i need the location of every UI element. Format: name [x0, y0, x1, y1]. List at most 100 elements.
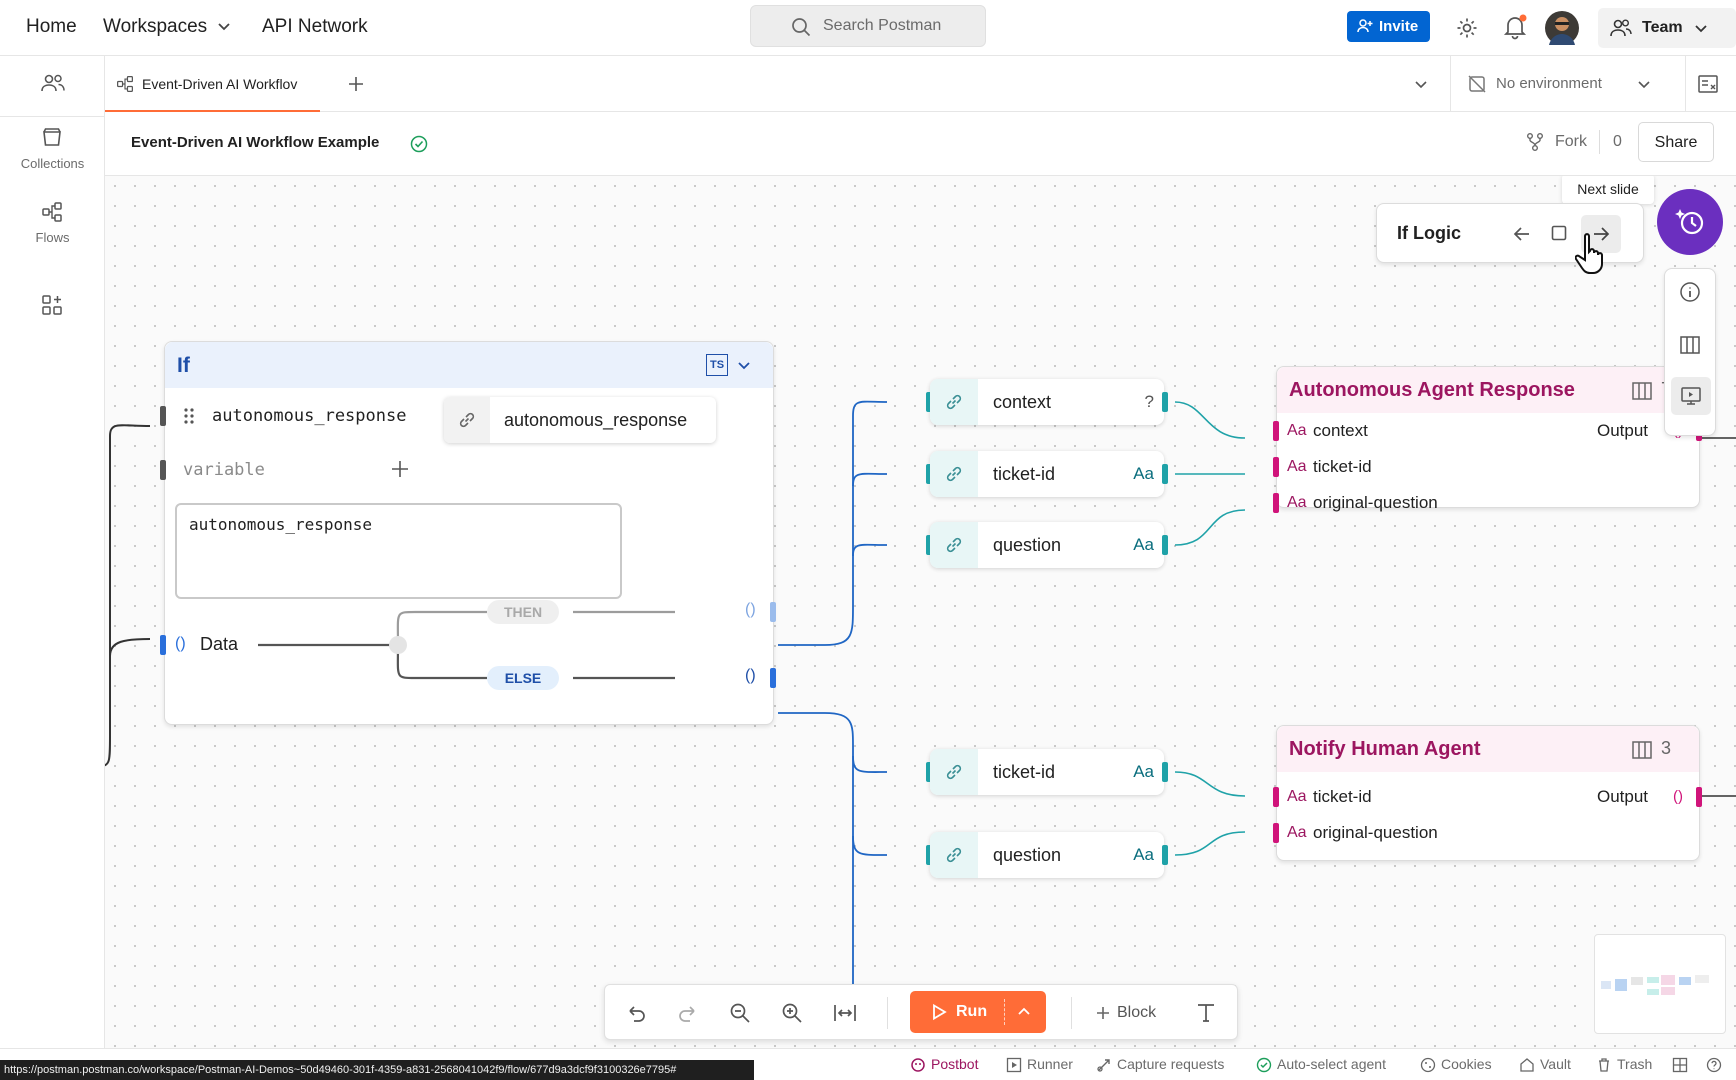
help-icon[interactable]: [1706, 1057, 1722, 1073]
page-title: Event-Driven AI Workflow Example: [131, 134, 380, 151]
runner-button[interactable]: Runner: [1027, 1056, 1073, 1072]
stop-icon[interactable]: [1550, 224, 1568, 242]
minimap[interactable]: [1594, 934, 1726, 1034]
input-pill-question[interactable]: question Aa: [926, 522, 1168, 568]
expression-editor[interactable]: autonomous_response: [175, 503, 622, 599]
runner-icon: [1006, 1057, 1022, 1073]
redo-icon[interactable]: [677, 1002, 699, 1024]
input-pill-ticket-id[interactable]: ticket-id Aa: [926, 451, 1168, 497]
variable-link-pill[interactable]: autonomous_response: [444, 397, 716, 443]
postbot-button[interactable]: Postbot: [931, 1056, 979, 1072]
columns-icon[interactable]: [1631, 381, 1653, 401]
search-input[interactable]: Search Postman: [750, 5, 986, 47]
bell-icon[interactable]: [1502, 14, 1528, 40]
input-port[interactable]: [1273, 493, 1279, 513]
nav-api-network[interactable]: API Network: [262, 16, 368, 37]
input-port[interactable]: [926, 845, 932, 865]
vault-button[interactable]: Vault: [1540, 1056, 1571, 1072]
input-port[interactable]: [926, 762, 932, 782]
input-port[interactable]: [1273, 421, 1279, 441]
expression-text: autonomous_response: [189, 515, 373, 534]
layout-icon[interactable]: [1672, 1057, 1688, 1073]
capture-requests-button[interactable]: Capture requests: [1117, 1056, 1225, 1072]
then-output-port[interactable]: [770, 602, 776, 622]
agent-input-row[interactable]: Aa original-question: [1273, 485, 1699, 521]
fork-button[interactable]: Fork 0: [1525, 122, 1637, 162]
flow-canvas[interactable]: If TS autonomous_response autonomous_res…: [105, 176, 1736, 1048]
variable-placeholder[interactable]: variable: [183, 460, 265, 480]
team-menu[interactable]: Team: [1598, 8, 1736, 48]
run-button[interactable]: Run: [910, 991, 1046, 1033]
environment-quick-look-icon[interactable]: [1697, 74, 1719, 94]
auto-select-agent-button[interactable]: Auto-select agent: [1277, 1056, 1386, 1072]
arrow-left-icon[interactable]: [1511, 223, 1533, 245]
chevron-down-icon[interactable]: [216, 18, 232, 34]
collections-icon[interactable]: [41, 126, 63, 148]
apps-grid-icon[interactable]: [41, 294, 63, 316]
output-port[interactable]: [1162, 535, 1168, 555]
trash-button[interactable]: Trash: [1617, 1056, 1653, 1072]
share-button[interactable]: Share: [1638, 122, 1714, 162]
if-block[interactable]: If TS autonomous_response autonomous_res…: [160, 341, 776, 725]
agent-input-row[interactable]: Aa ticket-id: [1273, 449, 1699, 485]
drag-handle-icon[interactable]: [183, 406, 195, 426]
zoom-out-icon[interactable]: [729, 1002, 751, 1024]
flows-icon[interactable]: [41, 201, 63, 223]
input-port[interactable]: [926, 464, 932, 484]
link-icon: [930, 451, 978, 497]
data-input-port[interactable]: [160, 635, 166, 655]
cookies-button[interactable]: Cookies: [1441, 1056, 1492, 1072]
invite-button[interactable]: Invite: [1347, 11, 1430, 42]
variable-name[interactable]: autonomous_response: [212, 406, 407, 426]
new-tab-icon[interactable]: [346, 74, 366, 94]
environment-selector[interactable]: No environment: [1451, 56, 1661, 112]
columns-icon[interactable]: [1631, 740, 1653, 760]
sidebar-item-flows[interactable]: Flows: [35, 230, 70, 245]
chevron-up-icon[interactable]: [1016, 1004, 1032, 1020]
avatar[interactable]: [1545, 11, 1579, 45]
gear-icon[interactable]: [1455, 16, 1479, 40]
output-port[interactable]: [1162, 762, 1168, 782]
input-port[interactable]: [926, 535, 932, 555]
team-people-icon[interactable]: [40, 73, 66, 93]
output-port[interactable]: [1162, 464, 1168, 484]
nav-home[interactable]: Home: [26, 16, 77, 37]
add-block-button[interactable]: Block: [1095, 997, 1185, 1029]
notify-human-agent-block[interactable]: Notify Human Agent 3 Aa ticket-id Output…: [1273, 725, 1702, 861]
chevron-down-icon[interactable]: [736, 357, 752, 373]
input-pill-question[interactable]: question Aa: [926, 832, 1168, 878]
autonomous-agent-response-block[interactable]: Autonomous Agent Response 7 Aa context O…: [1273, 366, 1702, 513]
typescript-badge[interactable]: TS: [706, 354, 728, 376]
sidebar-item-collections[interactable]: Collections: [20, 156, 85, 171]
input-port[interactable]: [160, 406, 166, 426]
output-port[interactable]: [1162, 845, 1168, 865]
input-port[interactable]: [926, 392, 932, 412]
input-pill-context[interactable]: context ?: [926, 379, 1168, 425]
chevron-down-icon[interactable]: [1413, 76, 1429, 92]
tab-event-driven-ai-workflow[interactable]: Event-Driven AI Workflov: [105, 56, 320, 112]
output-port[interactable]: [1696, 787, 1702, 807]
input-port[interactable]: [1273, 457, 1279, 477]
add-variable-icon[interactable]: [389, 458, 411, 480]
agent-input-row[interactable]: Aa ticket-id Output (): [1273, 779, 1702, 815]
fork-label: Fork: [1555, 133, 1587, 150]
info-icon[interactable]: [1679, 281, 1701, 303]
text-tool-icon[interactable]: [1195, 1001, 1217, 1023]
zoom-in-icon[interactable]: [781, 1002, 803, 1024]
undo-icon[interactable]: [625, 1002, 647, 1024]
input-port[interactable]: [1273, 787, 1279, 807]
input-port[interactable]: [160, 460, 166, 480]
agent-input-row[interactable]: Aa original-question: [1273, 815, 1699, 851]
input-port[interactable]: [1273, 823, 1279, 843]
else-output-port[interactable]: [770, 668, 776, 688]
nav-workspaces[interactable]: Workspaces: [103, 16, 208, 37]
agent-input-row[interactable]: Aa context Output (): [1273, 413, 1702, 449]
output-port[interactable]: [1162, 392, 1168, 412]
columns-icon[interactable]: [1679, 335, 1701, 355]
ai-assistant-button[interactable]: [1657, 189, 1723, 255]
object-type-icon: (): [1673, 788, 1683, 805]
divider: [1599, 130, 1600, 154]
input-pill-ticket-id[interactable]: ticket-id Aa: [926, 749, 1168, 795]
fit-to-screen-icon[interactable]: [833, 1002, 857, 1024]
presentation-button[interactable]: [1671, 377, 1711, 415]
